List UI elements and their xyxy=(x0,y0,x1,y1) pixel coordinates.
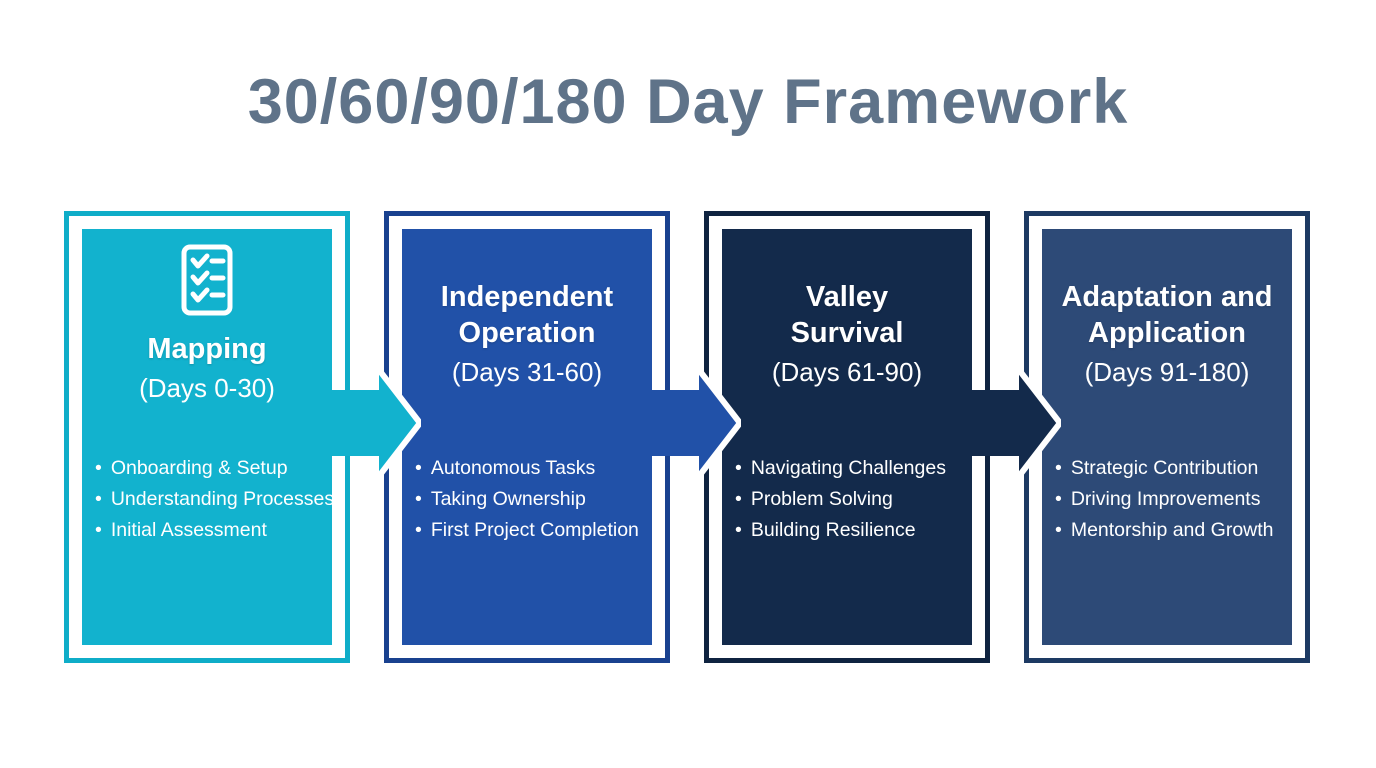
bullet-item: • Driving Improvements xyxy=(1055,484,1288,515)
stage-title-line: Valley xyxy=(805,281,889,313)
bullet-text: Mentorship and Growth xyxy=(1070,519,1274,541)
bullet-item: • Strategic Contribution xyxy=(1055,453,1288,484)
stage-title-line: Survival xyxy=(790,317,904,349)
stage-days: (Days 0-30) xyxy=(139,373,275,403)
bullet-item: • Taking Ownership xyxy=(415,484,648,515)
bullet-text: Initial Assessment xyxy=(110,519,267,541)
bullet-marker: • xyxy=(735,488,742,510)
stage-title-line: Independent xyxy=(440,281,614,313)
bullet-item: • Onboarding & Setup xyxy=(95,453,328,484)
stage-bullet-list: •Navigating Challenges •Problem Solving … xyxy=(735,453,968,546)
bullet-text: Understanding Processes xyxy=(110,488,335,510)
bullet-marker: • xyxy=(415,488,422,510)
bullet-item: • Autonomous Tasks xyxy=(415,453,648,484)
bullet-text: Onboarding & Setup xyxy=(110,457,288,479)
bullet-text: Autonomous Tasks xyxy=(430,457,596,479)
bullet-item: • First Project Completion xyxy=(415,515,648,546)
stage-title-line: Application xyxy=(1088,317,1246,349)
stage-box-mapping: Mapping (Days 0-30) • Onboarding & Setup … xyxy=(64,211,350,663)
page-title: 30/60/90/180 Day Framework xyxy=(247,67,1129,137)
bullet-text: Building Resilience xyxy=(750,519,916,541)
stage-bullet-list: • Strategic Contribution • Driving Improve… xyxy=(1055,453,1288,546)
stage-bullet-list: • Autonomous Tasks • Taking Ownership • Fir… xyxy=(415,453,648,546)
stage-fill-adaptation-application: Adaptation and Application (Days 91-180)… xyxy=(1042,229,1292,645)
arrow-stage1-to-stage2 xyxy=(329,365,421,481)
stage-title: Valley Survival xyxy=(722,279,972,351)
stage-bullet-list: • Onboarding & Setup • Understanding Proce… xyxy=(95,453,334,546)
stage-box-independent-operation: Independent Operation (Days 31-60) • Auto… xyxy=(384,211,670,663)
bullet-text: Driving Improvements xyxy=(1070,488,1261,510)
stage-title: Mapping xyxy=(147,333,267,365)
stage-title: Adaptation and Application xyxy=(1042,279,1292,351)
bullet-item: • Problem Solving xyxy=(735,484,968,515)
bullet-text: First Project Completion xyxy=(430,519,639,541)
bullet-text: Strategic Contribution xyxy=(1070,457,1259,479)
stage-fill-independent-operation: Independent Operation (Days 31-60) • Auto… xyxy=(402,229,652,645)
stage-box-valley-survival: Valley Survival (Days 61-90) • Navigating… xyxy=(704,211,990,663)
stage-box-adaptation-application: Adaptation and Application (Days 91-180)… xyxy=(1024,211,1310,663)
stage-title-line: Adaptation and xyxy=(1061,281,1273,313)
bullet-marker: • xyxy=(95,488,102,510)
bullet-item: • Understanding Processes xyxy=(95,484,334,515)
bullet-text: Navigating Challenges xyxy=(750,457,946,479)
bullet-marker: • xyxy=(1055,488,1062,510)
bullet-text: Taking Ownership xyxy=(430,488,586,510)
bullet-marker: • xyxy=(95,519,102,541)
stage-days: (Days 61-90) xyxy=(771,357,923,387)
bullet-marker: • xyxy=(415,519,422,541)
stage-fill-mapping: Mapping (Days 0-30) • Onboarding & Setup … xyxy=(82,229,334,645)
stage-days: (Days 31-60) xyxy=(451,357,603,387)
bullet-item: • Mentorship and Growth xyxy=(1055,515,1288,546)
checklist-icon xyxy=(82,244,332,321)
bullet-marker: • xyxy=(735,457,742,479)
arrow-stage2-to-stage3 xyxy=(649,365,741,481)
bullet-marker: • xyxy=(1055,519,1062,541)
stage-title-line: Operation xyxy=(458,317,596,349)
bullet-marker: • xyxy=(95,457,102,479)
stage-days: (Days 91-180) xyxy=(1084,357,1250,387)
bullet-marker: • xyxy=(1055,457,1062,479)
stage-title: Independent Operation xyxy=(402,279,652,351)
bullet-marker: • xyxy=(415,457,422,479)
bullet-item: • Navigating Challenges xyxy=(735,453,968,484)
bullet-item: • Building Resilience xyxy=(735,515,968,546)
bullet-marker: • xyxy=(735,519,742,541)
stage-fill-valley-survival: Valley Survival (Days 61-90) • Navigating… xyxy=(722,229,972,645)
bullet-text: Problem Solving xyxy=(750,488,893,510)
bullet-item: • Initial Assessment xyxy=(95,515,328,546)
arrow-stage3-to-stage4 xyxy=(969,365,1061,481)
